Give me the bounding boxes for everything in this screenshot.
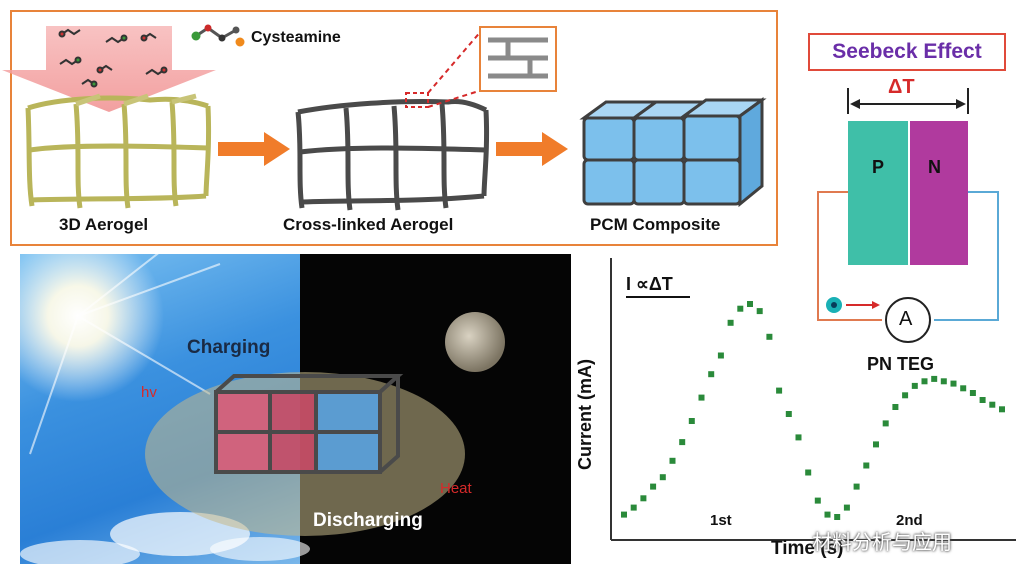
cycle-label-1st: 1st	[710, 512, 732, 529]
data-series	[621, 301, 1005, 520]
electron-icon	[826, 297, 880, 313]
data-point	[650, 483, 657, 490]
stage-label-3d-aerogel: 3D Aerogel	[59, 215, 149, 234]
process-arrow-1	[218, 132, 290, 166]
data-point	[785, 411, 792, 417]
data-point	[795, 434, 802, 441]
data-point	[863, 462, 870, 469]
process-arrow-2	[496, 132, 568, 166]
data-point	[688, 418, 695, 424]
x-axis-label: Time (s)	[771, 538, 844, 559]
data-point	[940, 378, 947, 385]
n-type-leg	[910, 121, 968, 265]
plot-axes	[610, 258, 1016, 541]
data-point	[882, 420, 889, 427]
data-point	[640, 495, 647, 502]
data-point	[669, 457, 676, 464]
data-point	[931, 375, 938, 382]
discharging-label: Discharging	[313, 510, 423, 531]
data-point	[737, 305, 744, 312]
data-point	[747, 301, 753, 307]
molecule-icon-group	[58, 28, 168, 88]
moon-icon	[445, 312, 505, 372]
data-point	[853, 483, 860, 490]
aerogel-lattice-graphic	[25, 93, 212, 209]
data-point	[911, 382, 918, 389]
y-axis-label: Current (mA)	[575, 359, 595, 470]
data-point	[659, 474, 666, 481]
data-point	[873, 441, 879, 448]
charging-discharging-scene: Charging hv Heat Discharging	[20, 254, 571, 564]
heat-label: Heat	[440, 480, 472, 497]
data-point	[727, 319, 734, 326]
data-point	[805, 469, 812, 476]
data-point	[921, 378, 928, 385]
seebeck-title-box: Seebeck Effect	[808, 33, 1006, 71]
data-point	[814, 497, 821, 504]
data-point	[989, 401, 996, 408]
charging-label: Charging	[187, 337, 271, 358]
stage-label-pcm: PCM Composite	[590, 215, 721, 234]
zoom-callout	[405, 26, 557, 108]
data-point	[766, 333, 773, 340]
data-point	[969, 390, 976, 396]
data-point	[708, 371, 715, 378]
pn-teg-label: PN TEG	[867, 354, 935, 374]
delta-t-label: ΔT	[888, 76, 915, 98]
seebeck-title: Seebeck Effect	[832, 40, 982, 63]
data-point	[756, 308, 763, 315]
data-point	[776, 387, 783, 394]
data-point	[630, 504, 637, 511]
data-point	[999, 406, 1005, 413]
data-point	[892, 404, 899, 410]
crosslinked-lattice-graphic	[295, 98, 490, 211]
p-label: P	[872, 157, 885, 177]
n-label: N	[928, 157, 941, 177]
ammeter-label: A	[899, 308, 913, 330]
data-point	[950, 380, 957, 387]
equation-label: I ∝ΔT	[626, 274, 673, 294]
data-point	[679, 439, 686, 446]
data-point	[834, 514, 841, 520]
watermark: 材料分析与应用	[812, 530, 952, 554]
cysteamine-label: Cysteamine	[251, 29, 341, 46]
data-point	[960, 385, 967, 392]
pcm-composite-graphic	[579, 97, 767, 208]
circuit-wires	[817, 191, 999, 321]
scene-graphics	[20, 254, 505, 564]
hv-label: hv	[141, 384, 157, 401]
data-point	[843, 504, 850, 511]
data-point	[621, 511, 627, 518]
p-type-leg	[848, 121, 908, 265]
data-point	[824, 511, 831, 518]
data-point	[717, 352, 724, 359]
data-point	[902, 392, 909, 399]
scene-pcm-cube	[214, 374, 404, 474]
data-point	[698, 394, 705, 401]
sun-icon	[20, 254, 164, 402]
cycle-label-2nd: 2nd	[896, 512, 923, 529]
stage-label-crosslinked: Cross-linked Aerogel	[283, 215, 454, 234]
cysteamine-molecule-icon	[191, 24, 245, 47]
data-point	[979, 397, 986, 403]
ammeter-icon	[885, 297, 931, 343]
delta-t-dimension	[847, 88, 969, 114]
